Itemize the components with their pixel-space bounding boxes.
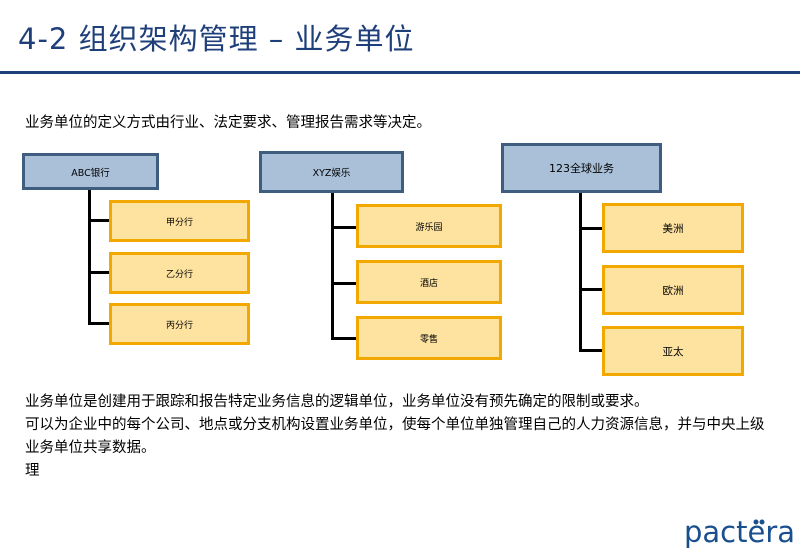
paragraph: 业务单位是创建用于跟踪和报告特定业务信息的逻辑单位，业务单位没有预先确定的限制或… xyxy=(25,394,649,410)
org-child: 酒店 xyxy=(356,260,502,304)
connector-line xyxy=(579,288,603,291)
org-child: 零售 xyxy=(356,316,502,360)
paragraph: 可以为企业中的每个公司、地点或分支机构设置业务单位，使每个单位单独管理自己的人力… xyxy=(25,417,765,456)
org-child: 乙分行 xyxy=(109,252,250,294)
pactera-logo: pactera xyxy=(684,515,796,549)
intro-text: 业务单位的定义方式由行业、法定要求、管理报告需求等决定。 xyxy=(25,115,431,131)
connector-line xyxy=(331,282,357,285)
connector-line xyxy=(331,193,334,340)
org-parent-xyz: XYZ娱乐 xyxy=(259,151,404,193)
org-parent-abc: ABC银行 xyxy=(22,153,159,190)
connector-line xyxy=(579,349,603,352)
slide-title: 4-2 组织架构管理 – 业务单位 xyxy=(18,22,415,56)
org-child: 美洲 xyxy=(602,203,744,253)
connector-line xyxy=(331,226,357,229)
org-child: 丙分行 xyxy=(109,303,250,345)
org-child: 欧洲 xyxy=(602,265,744,315)
connector-line xyxy=(579,227,603,230)
org-child: 游乐园 xyxy=(356,204,502,248)
title-divider xyxy=(0,71,800,74)
connector-line xyxy=(88,322,110,325)
connector-line xyxy=(579,193,582,352)
connector-line xyxy=(88,271,110,274)
org-child: 亚太 xyxy=(602,326,744,376)
connector-line xyxy=(88,219,110,222)
body-text: 业务单位是创建用于跟踪和报告特定业务信息的逻辑单位，业务单位没有预先确定的限制或… xyxy=(25,391,765,483)
org-parent-123: 123全球业务 xyxy=(501,143,662,193)
org-child: 甲分行 xyxy=(109,200,250,242)
paragraph: 理 xyxy=(25,463,40,479)
logo-accent-icon xyxy=(753,519,765,525)
connector-line xyxy=(331,337,357,340)
connector-line xyxy=(88,190,91,325)
